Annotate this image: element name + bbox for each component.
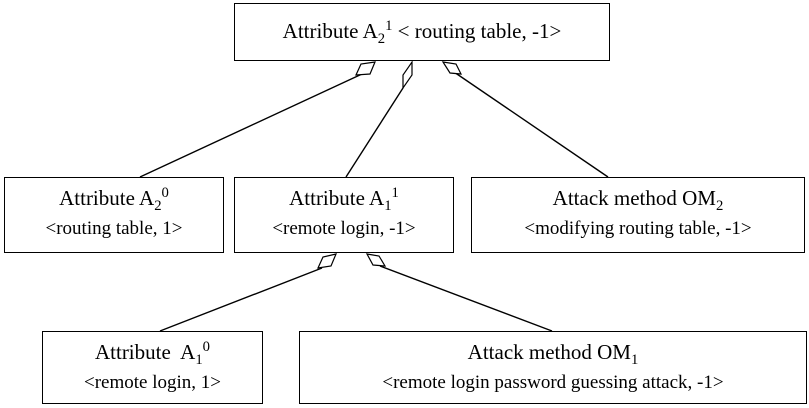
- node-superscript: 0: [202, 339, 210, 355]
- node-superscript: 1: [391, 185, 399, 201]
- node-attribute-a1-1: Attribute A11 <remote login, -1>: [234, 177, 454, 253]
- edge-a11-om1: [365, 253, 553, 332]
- node-subscript: 2: [154, 198, 162, 215]
- node-attribute-a2-1: Attribute A21 < routing table, -1>: [234, 3, 610, 61]
- node-subscript: 1: [384, 198, 392, 215]
- node-subscript: 2: [715, 198, 724, 215]
- edge-a11-a10: [159, 253, 338, 332]
- node-label-prefix: Attribute A: [282, 19, 378, 43]
- edge-line: [139, 73, 363, 178]
- diamond-connector-icon: [402, 60, 413, 90]
- node-value: <remote login, -1>: [272, 218, 416, 240]
- diamond-connector-icon: [441, 61, 463, 75]
- diamond-connector-icon: [365, 253, 387, 267]
- node-superscript: 0: [161, 185, 169, 201]
- node-value: <remote login password guessing attack, …: [382, 372, 724, 394]
- node-subscript: 1: [630, 352, 639, 369]
- node-value: <remote login, 1>: [84, 372, 221, 394]
- node-attack-method-om1: Attack method OM1 <remote login password…: [299, 331, 807, 404]
- edge-line: [159, 267, 323, 332]
- node-label-prefix: Attack method OM: [552, 186, 716, 210]
- edge-top-om2: [441, 61, 609, 178]
- node-value: <routing table, 1>: [45, 218, 183, 240]
- edge-line: [379, 265, 553, 332]
- node-value: <modifying routing table, -1>: [524, 218, 752, 240]
- node-superscript: 1: [385, 18, 393, 34]
- node-label-prefix: Attack method OM: [467, 340, 631, 364]
- edge-line: [345, 87, 404, 178]
- edge-line: [453, 71, 609, 178]
- edge-top-a20: [139, 61, 376, 178]
- node-attack-method-om2: Attack method OM2 <modifying routing tab…: [471, 177, 805, 253]
- diamond-connector-icon: [316, 253, 338, 269]
- node-label-prefix: Attribute A: [94, 340, 196, 364]
- node-label-prefix: Attribute A: [59, 186, 155, 210]
- diamond-connector-icon: [355, 61, 376, 76]
- node-attribute-a2-0: Attribute A20 <routing table, 1>: [4, 177, 224, 253]
- node-subscript: 1: [195, 352, 203, 369]
- node-attribute-a1-0: Attribute A10 <remote login, 1>: [42, 331, 263, 404]
- node-label-prefix: Attribute A: [289, 186, 385, 210]
- edge-top-a11: [345, 60, 413, 178]
- node-label-suffix: < routing table, -1>: [392, 19, 562, 43]
- node-subscript: 2: [377, 31, 386, 48]
